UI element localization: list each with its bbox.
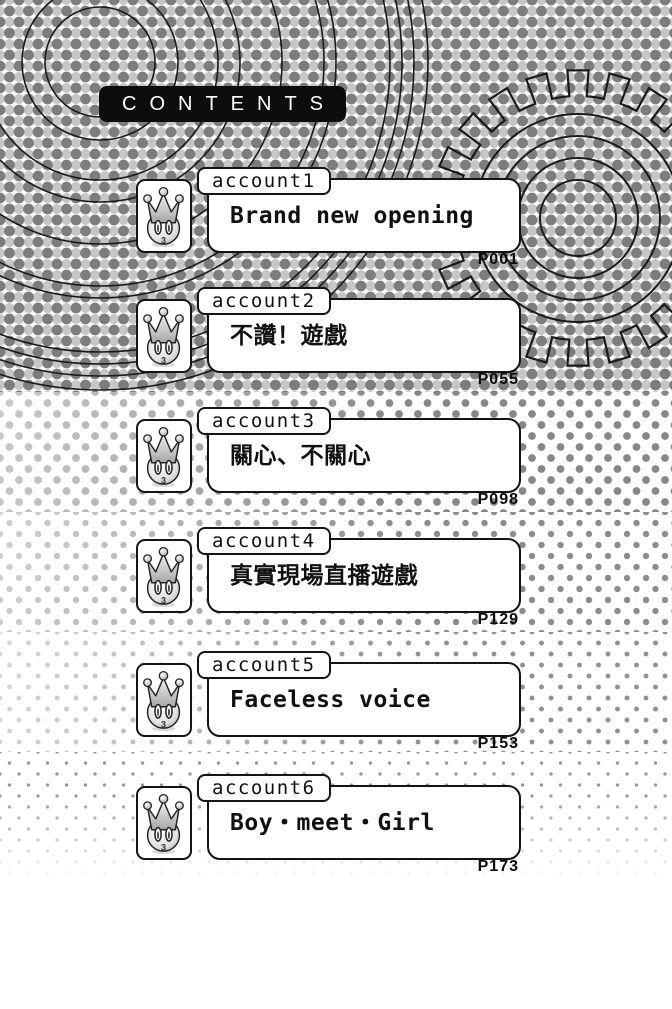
page-title: CONTENTS — [99, 86, 346, 122]
page-number: P173 — [477, 858, 519, 875]
toc-entry-3: 關心、不關心 account3 P098 — [0, 407, 672, 519]
chapter-title: Faceless voice — [230, 687, 431, 713]
chapter-title: Brand new opening — [230, 203, 474, 229]
crown-mascot-icon — [136, 786, 192, 860]
account-label: account5 — [197, 651, 331, 679]
account-label: account4 — [197, 527, 331, 555]
crown-mascot-icon — [136, 539, 192, 613]
page-number: P055 — [477, 371, 519, 388]
page-number: P129 — [477, 611, 519, 628]
chapter-title: 關心、不關心 — [230, 443, 371, 469]
chapter-title: 不讚！遊戲 — [230, 323, 348, 349]
toc-entry-6: Boy・meet・Girl account6 P173 — [0, 774, 672, 886]
page-number: P001 — [477, 251, 519, 268]
crown-mascot-icon — [136, 299, 192, 373]
crown-mascot-icon — [136, 419, 192, 493]
page-number: P153 — [477, 735, 519, 752]
toc-entry-1: Brand new opening account1 P001 — [0, 167, 672, 279]
toc-entry-4: 真實現場直播遊戲 account4 P129 — [0, 527, 672, 639]
toc-entry-5: Faceless voice account5 P153 — [0, 651, 672, 763]
account-label: account1 — [197, 167, 331, 195]
crown-mascot-icon — [136, 179, 192, 253]
toc-entry-2: 不讚！遊戲 account2 P055 — [0, 287, 672, 399]
account-label: account6 — [197, 774, 331, 802]
account-label: account2 — [197, 287, 331, 315]
page-number: P098 — [477, 491, 519, 508]
chapter-title: 真實現場直播遊戲 — [230, 563, 418, 589]
chapter-title: Boy・meet・Girl — [230, 810, 435, 836]
account-label: account3 — [197, 407, 331, 435]
crown-mascot-icon — [136, 663, 192, 737]
chapter-title-box: 關心、不關心 — [207, 418, 521, 493]
